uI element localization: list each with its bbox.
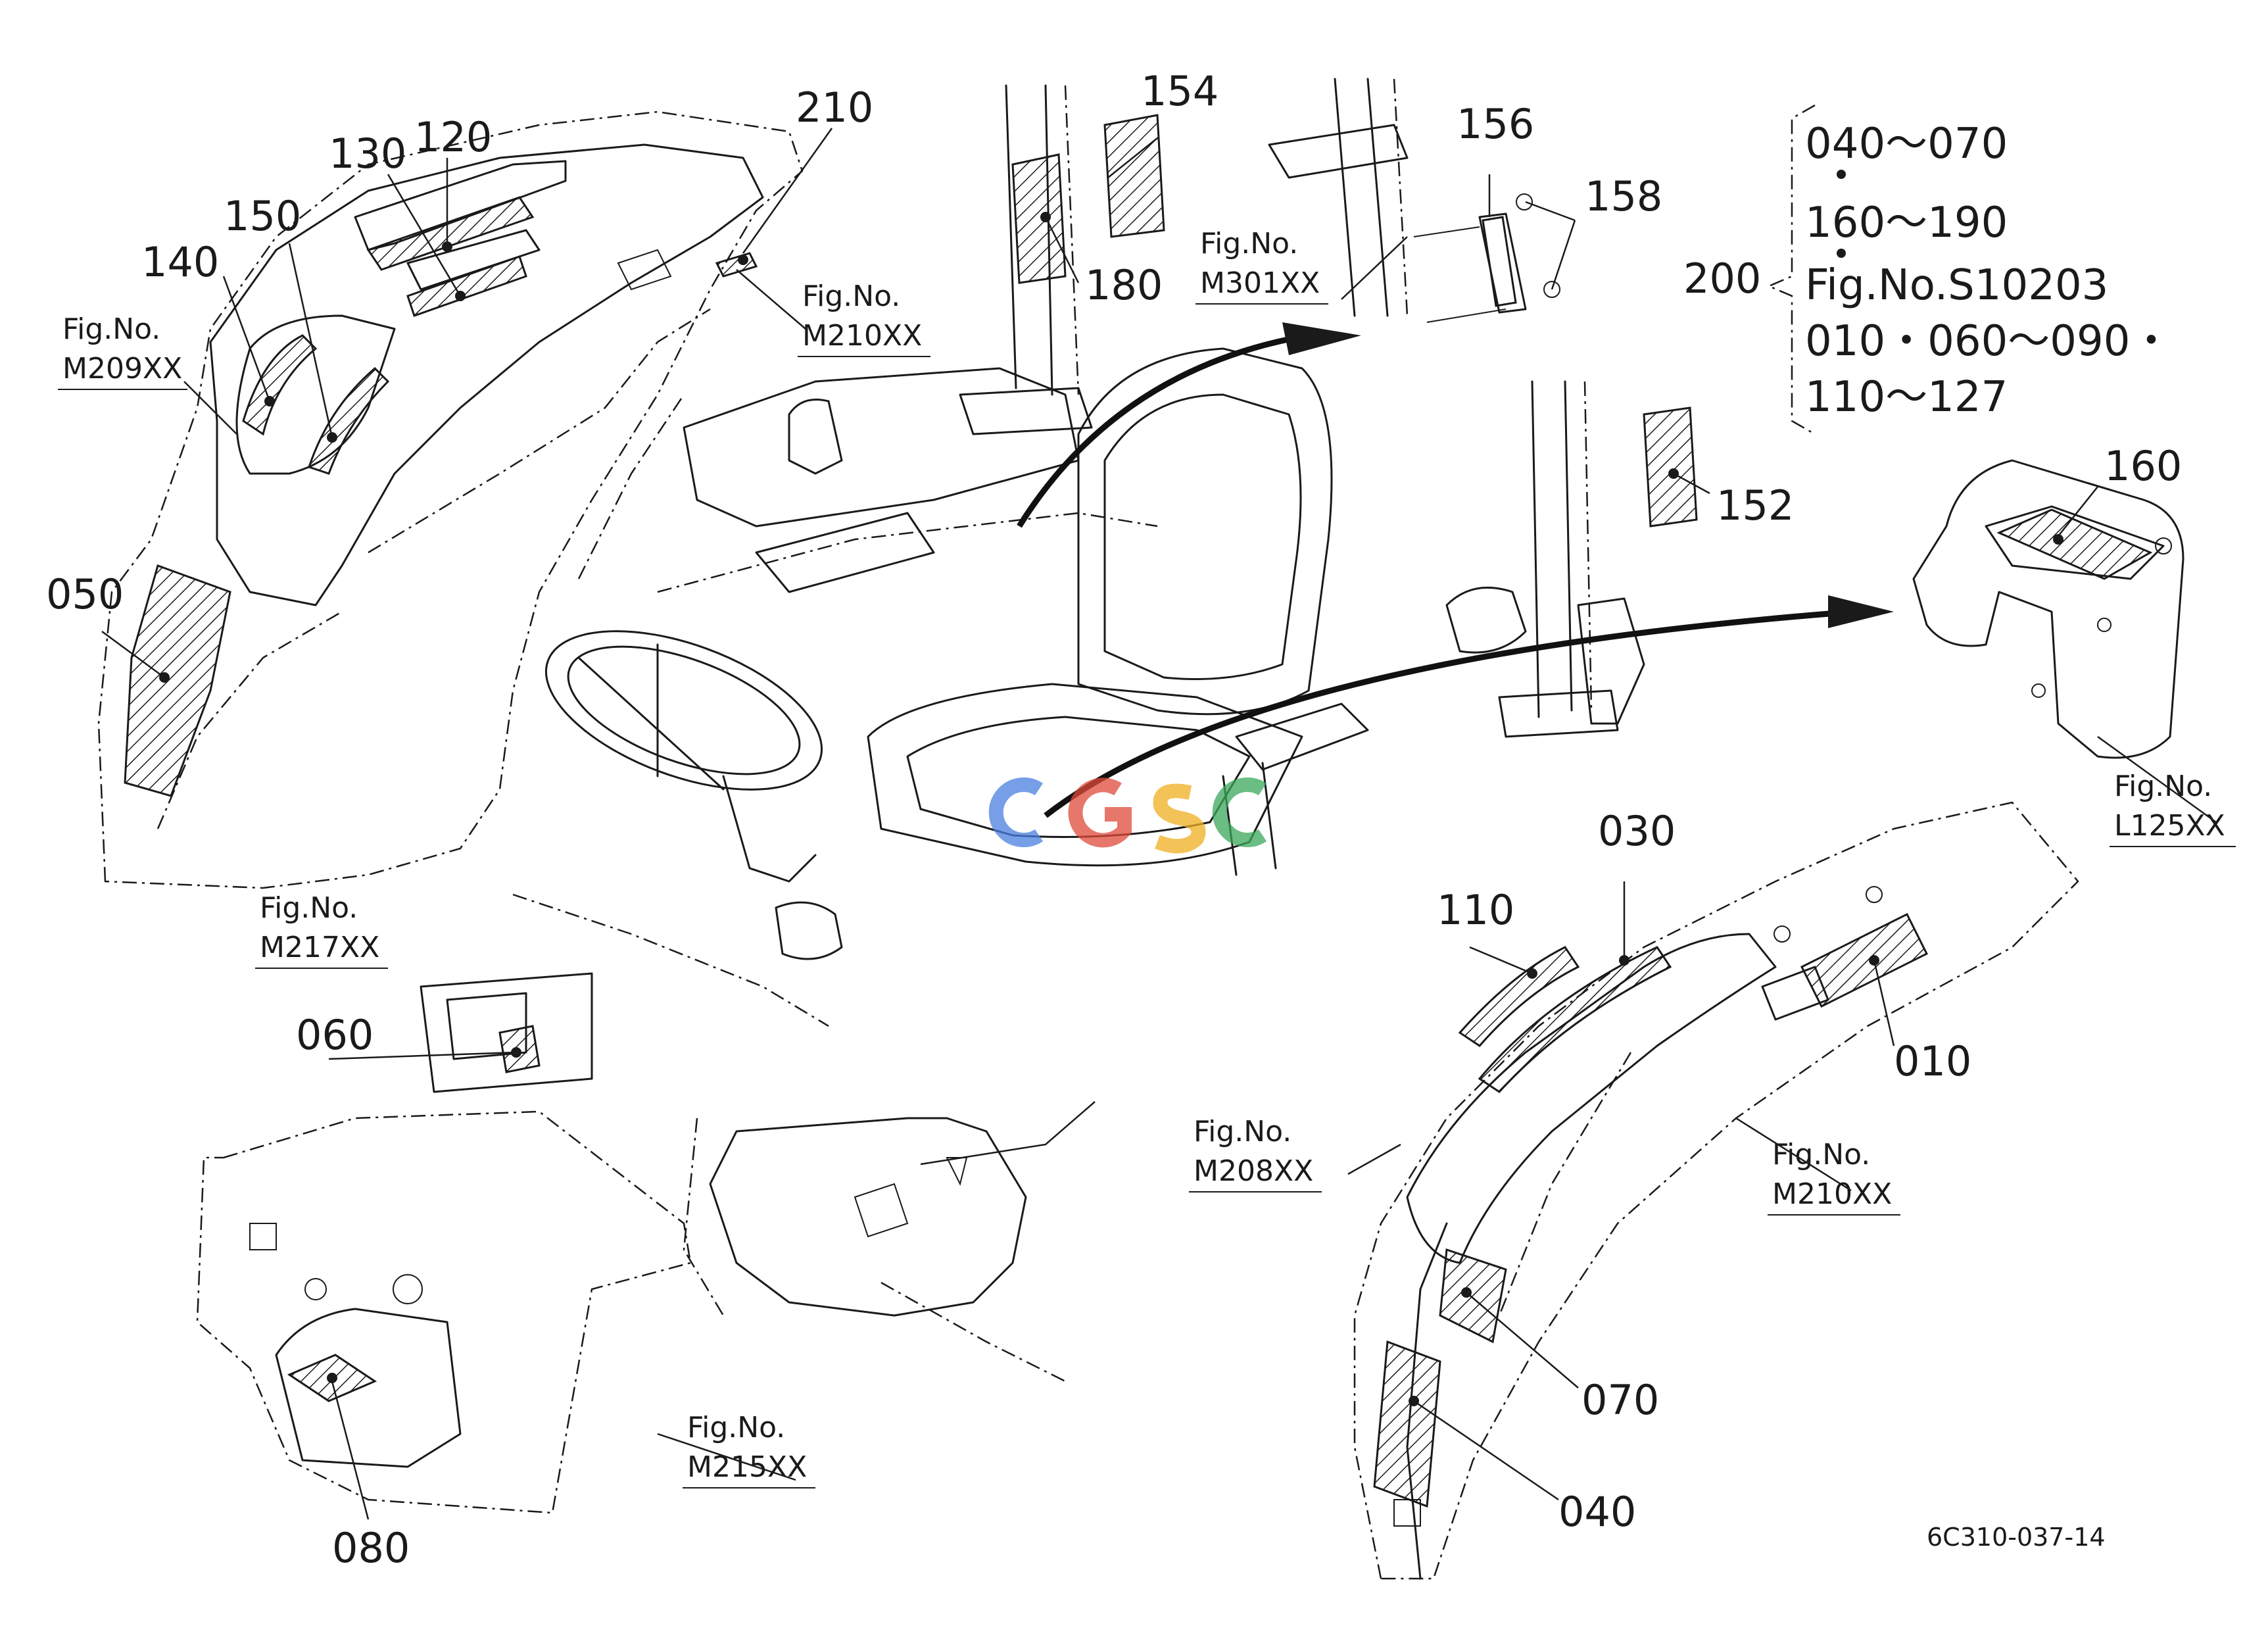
label-120: 120 — [414, 113, 492, 161]
figref-l125-code: L125XX — [2114, 809, 2225, 843]
label-150: 150 — [224, 192, 301, 240]
decal-110 — [1458, 946, 1580, 1047]
decal-180 — [1011, 153, 1067, 284]
leader-lines — [101, 128, 2217, 1520]
detail-arrow-upper — [1017, 332, 1309, 528]
label-110: 110 — [1437, 886, 1514, 934]
bracket-note — [1766, 104, 1846, 435]
rops-bracket-detail — [1268, 78, 1560, 323]
label-156: 156 — [1457, 100, 1534, 148]
watermark-logo — [988, 777, 1267, 854]
decal-010 — [1800, 912, 1929, 1008]
label-130: 130 — [329, 130, 406, 178]
drawing-number: 6C310-037-14 — [1927, 1523, 2106, 1552]
detail-arrow-upper-head — [1282, 322, 1361, 355]
decal-070 — [1439, 1248, 1507, 1344]
figref-m210-top-code: M210XX — [802, 319, 922, 353]
label-060: 060 — [296, 1011, 374, 1059]
decal-150 — [308, 366, 390, 475]
decal-130 — [406, 255, 527, 317]
figure-references: Fig.No. M209XX Fig.No. M210XX Fig.No. M3… — [58, 227, 2236, 1488]
label-070: 070 — [1581, 1376, 1659, 1424]
bracket-line-1: 040～070 — [1805, 120, 2008, 168]
bracket-note-text: 040～070 160～190 Fig.No.S10203 010・060～09… — [1805, 120, 2172, 422]
label-154: 154 — [1141, 67, 1218, 115]
label-180: 180 — [1085, 261, 1163, 309]
label-200: 200 — [1683, 255, 1761, 303]
label-080: 080 — [332, 1524, 410, 1572]
rops-base-cover-detail — [1912, 459, 2184, 759]
decal-156 — [1482, 216, 1517, 307]
label-010: 010 — [1894, 1037, 1971, 1085]
label-050: 050 — [46, 570, 124, 618]
decal-160 — [1996, 508, 2153, 580]
figref-m208-prefix: Fig.No. — [1194, 1115, 1291, 1148]
decal-154 — [1103, 114, 1165, 238]
figref-m217-code: M217XX — [260, 931, 379, 964]
figref-l125-prefix: Fig.No. — [2114, 770, 2212, 803]
decal-040 — [1373, 1340, 1441, 1508]
detail-arrow-lower-head — [1828, 595, 1894, 628]
label-210: 210 — [796, 84, 873, 132]
figref-m301-prefix: Fig.No. — [1200, 227, 1298, 260]
decal-210 — [715, 252, 758, 278]
label-040: 040 — [1558, 1488, 1636, 1536]
decal-050 — [124, 564, 231, 797]
figref-m210-top-prefix: Fig.No. — [802, 280, 900, 313]
label-152: 152 — [1716, 481, 1794, 529]
figref-m215-prefix: Fig.No. — [687, 1411, 785, 1444]
seat-and-rops-assembly — [512, 84, 1645, 1383]
bracket-line-2: 160～190 — [1805, 199, 2008, 247]
bracket-line-3: Fig.No.S10203 — [1805, 261, 2108, 310]
figref-m215-code: M215XX — [687, 1450, 807, 1484]
part-number-labels: 120 130 210 150 140 050 154 180 156 158 … — [46, 67, 2182, 1572]
label-160: 160 — [2104, 442, 2182, 490]
detail-arrow-lower — [1044, 608, 1855, 818]
figref-m209-code: M209XX — [62, 352, 182, 385]
figref-m210-bottom-code: M210XX — [1772, 1177, 1892, 1211]
figref-m210-bottom-prefix: Fig.No. — [1772, 1138, 1870, 1171]
decal-152 — [1643, 406, 1698, 528]
figref-m209-prefix: Fig.No. — [62, 312, 160, 346]
label-140: 140 — [141, 238, 219, 286]
figref-m217-prefix: Fig.No. — [260, 891, 358, 925]
bracket-line-5: 110～127 — [1805, 373, 2008, 422]
figref-m301-code: M301XX — [1200, 266, 1320, 300]
bracket-line-4: 010・060～090・ — [1805, 317, 2172, 366]
figref-m208-code: M208XX — [1194, 1154, 1313, 1188]
label-030: 030 — [1598, 807, 1676, 855]
decal-120 — [366, 196, 535, 271]
decal-030 — [1478, 946, 1672, 1093]
label-158: 158 — [1585, 172, 1662, 220]
decal-140 — [242, 334, 318, 436]
